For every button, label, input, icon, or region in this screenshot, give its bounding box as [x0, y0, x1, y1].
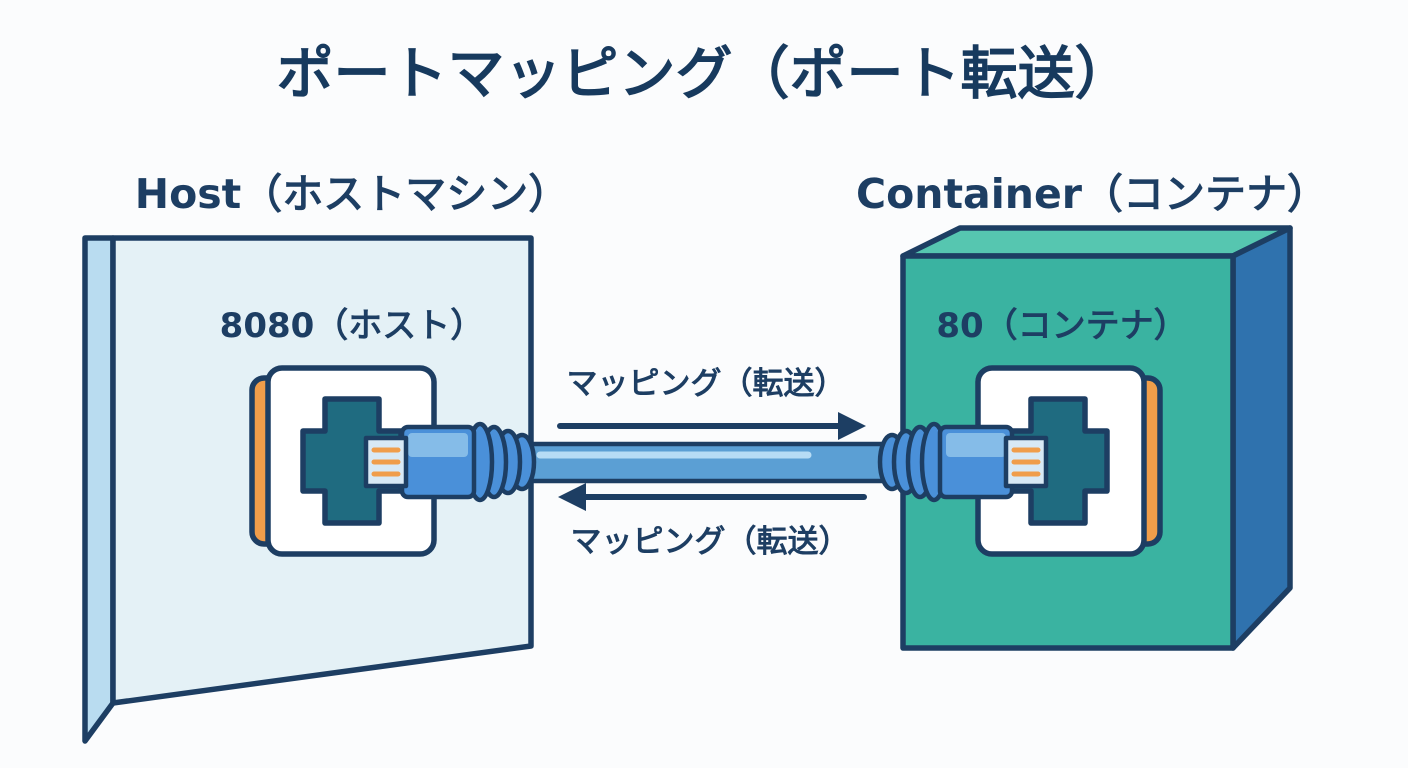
reverse-arrowhead-icon	[558, 483, 586, 511]
forward-arrowhead-icon	[838, 412, 866, 440]
container-cube	[900, 225, 1293, 651]
reverse-mapping-label: マッピング（転送）	[571, 524, 850, 560]
reverse-mapping-arrow: マッピング（転送）	[558, 483, 867, 560]
host-rj45-plug-icon	[363, 421, 537, 503]
forward-mapping-label: マッピング（転送）	[567, 366, 846, 402]
cable-body	[509, 441, 905, 484]
host-ethernet-jack-icon	[300, 396, 404, 526]
host-heading: Host（ホストマシン）	[135, 170, 569, 218]
host-port-label: 8080（ホスト）	[220, 306, 485, 346]
plug-body-highlight	[408, 433, 468, 457]
container-rj45-plug-icon	[877, 421, 1049, 503]
container-port-socket	[975, 365, 1163, 557]
container-heading: Container（コンテナ）	[856, 170, 1328, 218]
diagram-title: ポートマッピング（ポート転送）	[277, 41, 1132, 107]
forward-mapping-arrow: マッピング（転送）	[557, 366, 866, 440]
container-port-label: 80（コンテナ）	[936, 306, 1187, 346]
host-port-socket	[249, 365, 437, 557]
container-cube-side	[1230, 225, 1293, 651]
container-cube-top	[900, 225, 1293, 259]
plug-body-highlight	[946, 433, 1006, 457]
ethernet-cable	[509, 441, 905, 484]
host-panel-edge	[82, 235, 116, 744]
